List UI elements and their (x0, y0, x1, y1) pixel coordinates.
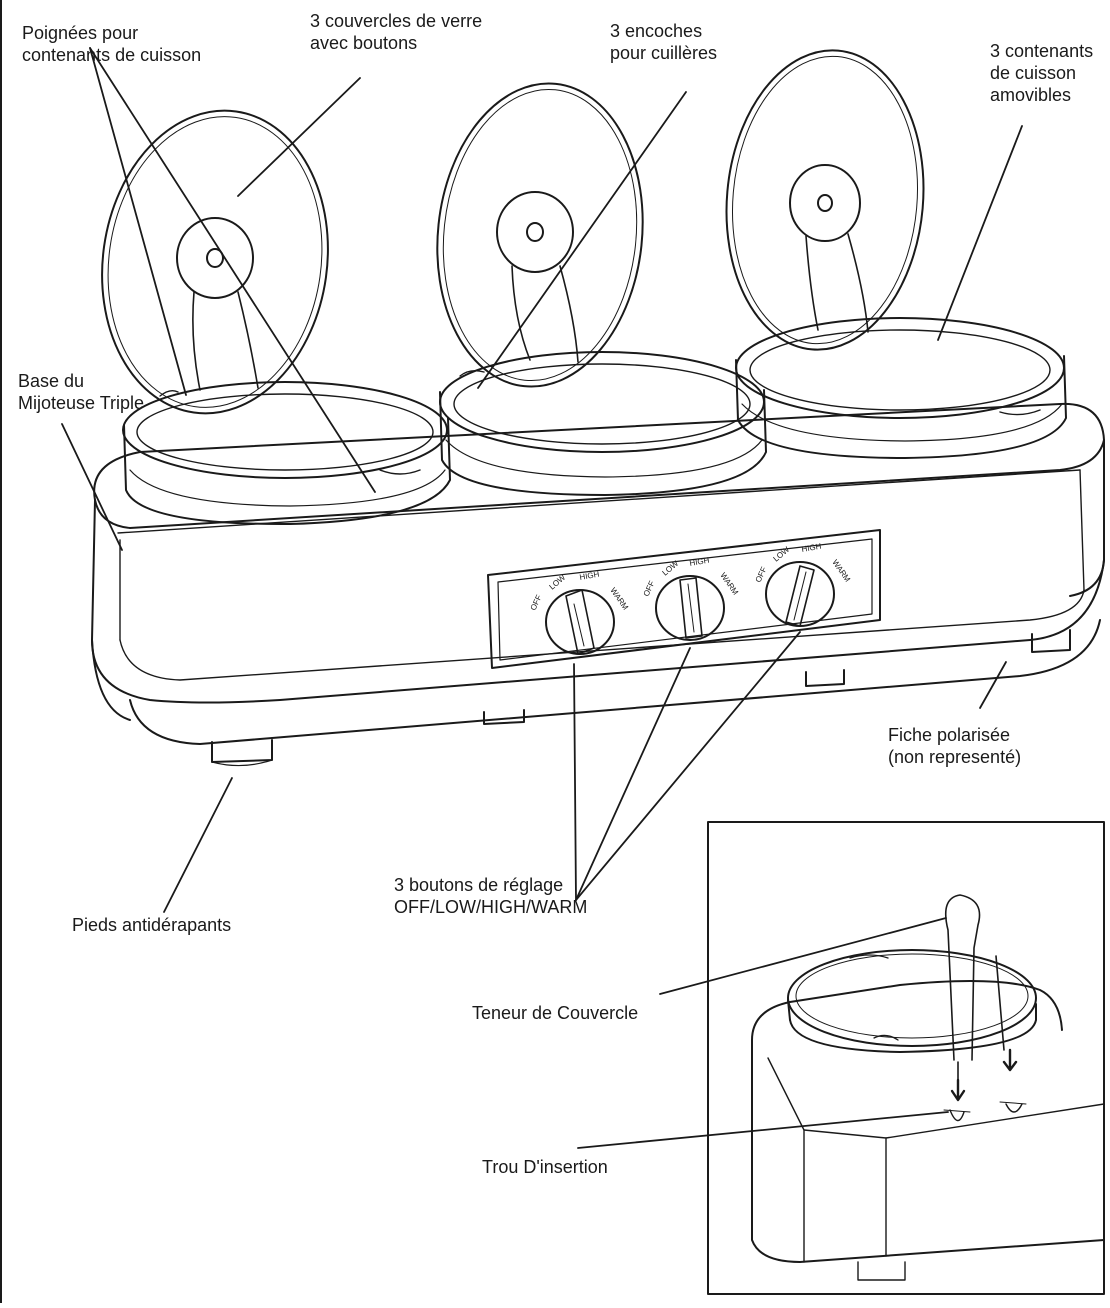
label-feet: Pieds antidérapants (72, 914, 231, 936)
label-containers-line2: de cuisson (990, 63, 1077, 83)
label-lids-line2: avec boutons (310, 33, 418, 53)
knob-2-mark-warm: WARM (718, 571, 740, 597)
label-containers-line3: amovibles (990, 85, 1072, 105)
knob-3-mark-off: OFF (754, 565, 769, 583)
pot-left (122, 381, 451, 526)
knob-3-mark-low: LOW (772, 545, 792, 564)
label-lid-holder-text: Teneur de Couvercle (472, 1003, 639, 1023)
knob-1-mark-high: HIGH (579, 570, 600, 582)
lid-left (101, 109, 329, 415)
label-lids: 3 couvercles de verre avec boutons (310, 10, 482, 54)
label-base-line2: Mijoteuse Triple (18, 393, 145, 413)
leader-lines (61, 47, 1023, 1149)
knob-3-mark-high: HIGH (801, 542, 822, 554)
control-panel (487, 529, 881, 669)
label-insert-hole: Trou D'insertion (482, 1156, 608, 1178)
label-handles-line2: contenants de cuisson (22, 45, 202, 65)
non-slip-feet (211, 629, 1071, 767)
label-notches: 3 encoches pour cuillères (610, 20, 717, 64)
label-knobs: 3 boutons de réglage OFF/LOW/HIGH/WARM (394, 874, 587, 918)
base-unit (91, 402, 1105, 745)
label-notches-line2: pour cuillères (610, 43, 718, 63)
label-plug-line2: (non representé) (888, 747, 1022, 767)
knob-3: OFF LOW HIGH WARM (754, 542, 852, 627)
label-base: Base du Mijoteuse Triple (18, 370, 144, 414)
label-handles: Poignées pour contenants de cuisson (22, 22, 201, 66)
lid-middle (436, 82, 644, 388)
pot-right (735, 317, 1067, 459)
label-lid-holder: Teneur de Couvercle (472, 1002, 638, 1024)
inset-frame (707, 821, 1105, 1295)
label-plug-line1: Fiche polarisée (888, 725, 1011, 745)
pot-middle (439, 351, 767, 496)
label-handles-line1: Poignées pour (22, 23, 139, 43)
label-notches-line1: 3 encoches (610, 21, 703, 41)
lid-right (725, 49, 925, 351)
label-containers-line1: 3 contenants (990, 41, 1094, 61)
label-plug: Fiche polarisée (non representé) (888, 724, 1021, 768)
inset-detail (707, 821, 1105, 1295)
label-lids-line1: 3 couvercles de verre (310, 11, 483, 31)
label-knobs-line2: OFF/LOW/HIGH/WARM (394, 897, 588, 917)
label-insert-hole-text: Trou D'insertion (482, 1157, 608, 1177)
label-feet-text: Pieds antidérapants (72, 915, 232, 935)
knob-2: OFF LOW HIGH WARM (642, 556, 740, 641)
label-knobs-line1: 3 boutons de réglage (394, 875, 564, 895)
knob-2-mark-off: OFF (642, 579, 657, 597)
knob-1: OFF LOW HIGH WARM (529, 570, 630, 655)
knob-2-mark-high: HIGH (689, 556, 710, 568)
label-containers: 3 contenants de cuisson amovibles (990, 40, 1093, 106)
label-base-line1: Base du (18, 371, 85, 391)
knob-3-mark-warm: WARM (830, 558, 852, 584)
knob-1-mark-off: OFF (529, 593, 544, 611)
control-knobs: OFF LOW HIGH WARM OFF LOW HIGH WARM OFF … (529, 542, 852, 655)
